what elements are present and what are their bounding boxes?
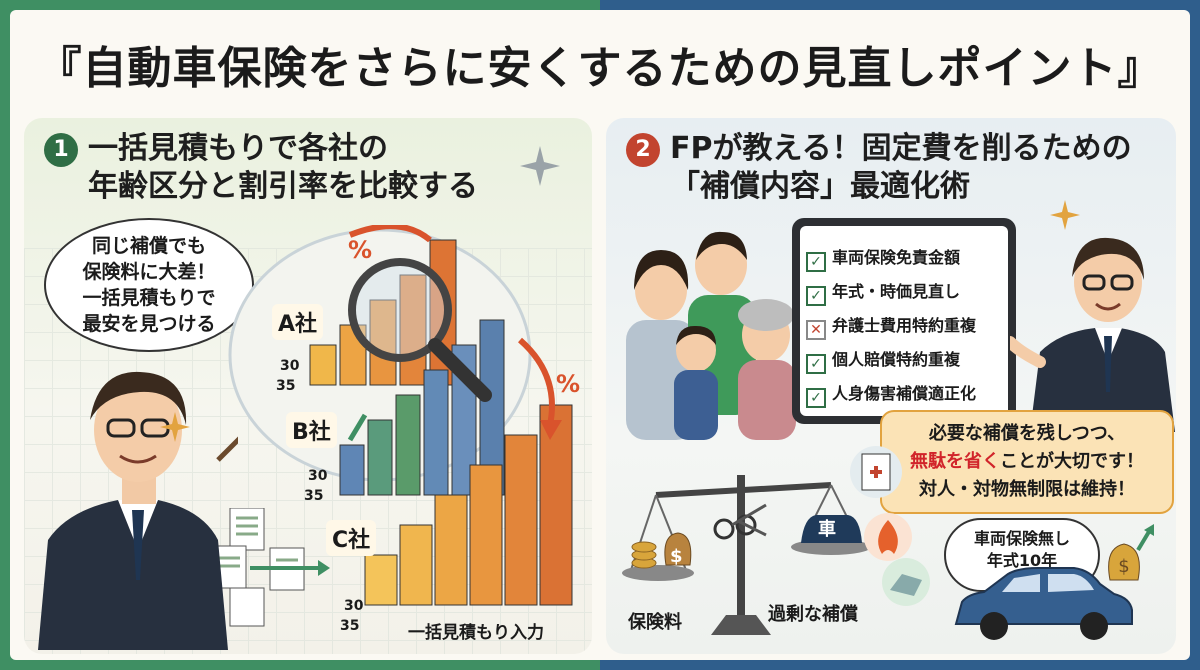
- age-label-a-35: 35: [276, 378, 296, 394]
- coin-bag-symbol: $: [670, 546, 683, 567]
- bubble-line-2: 保険料に大差！: [82, 261, 216, 283]
- check-icon: ✓: [806, 252, 826, 272]
- checklist-item-5: ✓ 人身傷害補償適正化: [806, 380, 976, 408]
- age-label-c-35: 35: [340, 618, 360, 634]
- company-c-bars: [364, 404, 573, 606]
- scale-right-label: 過剰な補償: [768, 604, 858, 625]
- check-icon: ✓: [806, 388, 826, 408]
- note-line-1: 必要な補償を残しつつ、: [928, 423, 1126, 444]
- icon-cluster: [850, 446, 930, 606]
- sparkle-icon: [520, 146, 560, 186]
- checklist-label-4: 個人賠償特約重複: [832, 350, 961, 369]
- company-c-label: C社: [326, 520, 377, 556]
- section-1-heading: 1 一括見積もりで各社の 年齢区分と割引率を比較する: [44, 130, 478, 206]
- company-b-label: B社: [286, 412, 337, 448]
- checklist-item-1: ✓ 車両保険免責金額: [806, 244, 960, 272]
- section-1-number: 1: [44, 132, 78, 167]
- note-highlight: 無駄を省く: [910, 451, 1000, 472]
- note-line-2-rest: ことが大切です！: [1000, 451, 1144, 472]
- thought-line-2: 年式10年: [986, 551, 1058, 570]
- company-a-label: A社: [272, 304, 324, 340]
- note-line-3: 対人・対物無制限は維持！: [919, 479, 1135, 500]
- money-bag-icon: $: [1108, 524, 1154, 581]
- page-title: 『自動車保険をさらに安くするための見直しポイント』: [37, 43, 1163, 94]
- section-1-heading-line1: 一括見積もりで各社の: [88, 131, 388, 166]
- checklist-item-3: ✕ 弁護士費用特約重複: [806, 312, 976, 340]
- section-2-heading-line1: FPが教える！固定費を削るための: [670, 131, 1132, 166]
- svg-text:$: $: [1118, 556, 1129, 577]
- percent-label-1: %: [348, 236, 373, 264]
- presenter-left: [38, 371, 238, 650]
- checklist-item-2: ✓ 年式・時価見直し: [806, 278, 960, 306]
- balance-scale-illustration: [622, 475, 871, 635]
- age-label-a-30: 30: [280, 358, 300, 374]
- family-illustration: [626, 231, 796, 440]
- thought-line-1: 車両保険無し: [973, 529, 1070, 548]
- checklist-screen: ✓ 車両保険免責金額 ✓ 年式・時価見直し ✕ 弁護士費用特約重複 ✓ 個人賠償特約重複…: [800, 226, 1008, 416]
- scale-left-label: 保険料: [628, 612, 682, 633]
- checklist-item-4: ✓ 個人賠償特約重複: [806, 346, 960, 374]
- checklist-label-2: 年式・時価見直し: [832, 282, 961, 301]
- car-icon: [954, 567, 1133, 640]
- section-2-number: 2: [626, 132, 660, 167]
- advice-note: 必要な補償を残しつつ、 無駄を省くことが大切です！ 対人・対物無制限は維持！: [880, 410, 1174, 514]
- checklist-label-3: 弁護士費用特約重複: [832, 316, 977, 335]
- checklist-label-1: 車両保険免責金額: [832, 248, 961, 267]
- bulk-input-label: 一括見積もり入力: [408, 623, 544, 643]
- bubble-line-4: 最安を見つける: [82, 313, 216, 335]
- section-2-heading: 2 FPが教える！固定費を削るための 「補償内容」最適化術: [626, 130, 1132, 206]
- age-label-c-30: 30: [344, 598, 364, 614]
- sparkle-icon: [1050, 200, 1080, 230]
- section-2-heading-line2: 「補償内容」最適化術: [670, 169, 970, 204]
- age-label-b-35: 35: [304, 488, 324, 504]
- section-1-heading-line2: 年齢区分と割引率を比較する: [88, 169, 478, 204]
- check-icon: ✓: [806, 286, 826, 306]
- magnifier-icon: [348, 258, 452, 362]
- note-line-2: 無駄を省くことが大切です！: [882, 448, 1172, 476]
- bubble-line-1: 同じ補償でも: [91, 235, 206, 257]
- car-glyph: 車: [818, 519, 836, 540]
- bubble-line-3: 一括見積もりで: [82, 287, 216, 309]
- check-icon: ✓: [806, 354, 826, 374]
- percent-label-2: %: [556, 370, 581, 398]
- age-label-b-30: 30: [308, 468, 328, 484]
- speech-bubble: 同じ補償でも 保険料に大差！ 一括見積もりで 最安を見つける: [44, 218, 254, 352]
- presenter-right: [1010, 237, 1175, 432]
- sparkle-icon: [160, 412, 190, 442]
- cross-icon: ✕: [806, 320, 826, 340]
- checklist-label-5: 人身傷害補償適正化: [832, 384, 977, 403]
- checklist-tablet: ✓ 車両保険免責金額 ✓ 年式・時価見直し ✕ 弁護士費用特約重複 ✓ 個人賠償特約重複…: [792, 218, 1016, 424]
